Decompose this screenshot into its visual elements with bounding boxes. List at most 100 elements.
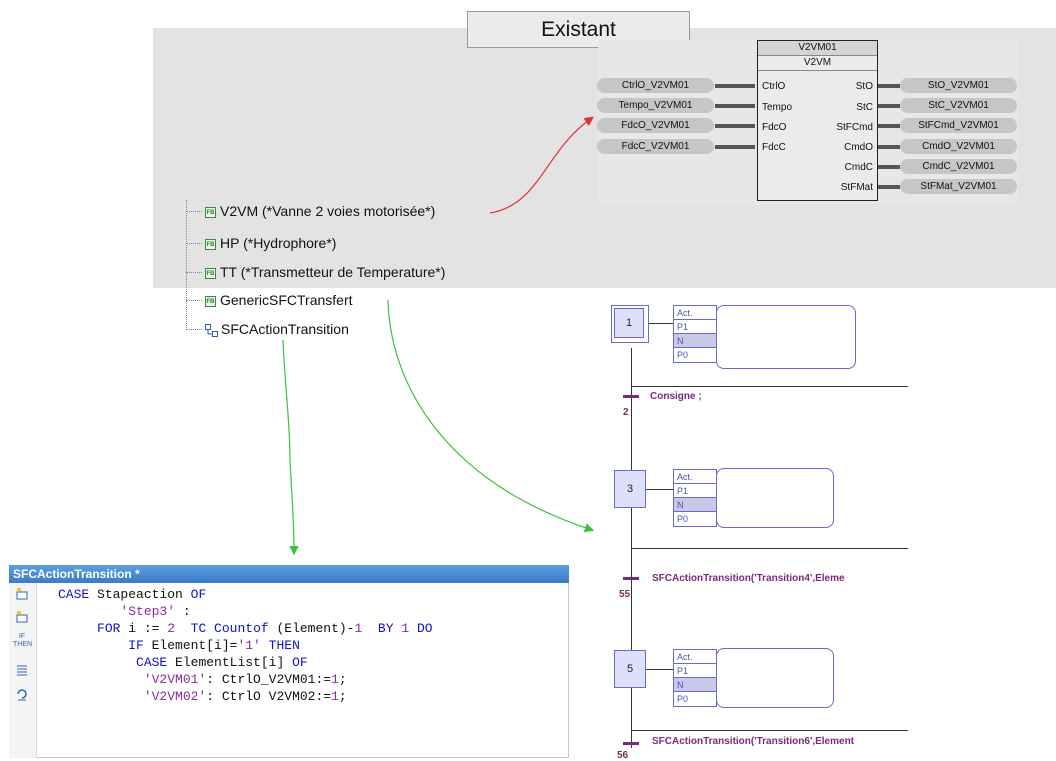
action-row: P1 [674, 484, 716, 498]
action-qualifier-table[interactable]: Act. P1 N P0 [673, 469, 717, 527]
code-line: IF Element[i]='1' THEN [128, 638, 300, 653]
step-number: 1 [614, 308, 644, 338]
function-block-icon: FB [205, 206, 216, 218]
action-row: Act. [674, 650, 716, 664]
input-variable[interactable]: Tempo_V2VM01 [597, 98, 714, 113]
tree-guide-line [186, 211, 202, 212]
insert-transition-icon[interactable] [13, 610, 31, 628]
output-variable[interactable]: StFMat_V2VM01 [900, 179, 1017, 194]
action-body[interactable] [716, 305, 856, 369]
tree-item-sfcactiontransition[interactable]: SFCActionTransition [205, 320, 349, 338]
sfc-step[interactable]: 1 [611, 305, 649, 343]
sfc-branch-line [631, 548, 908, 549]
insert-step-icon[interactable] [13, 587, 31, 605]
output-pin: StFCmd [836, 122, 873, 133]
transition-bar[interactable] [623, 577, 639, 580]
output-variable[interactable]: CmdO_V2VM01 [900, 139, 1017, 154]
block-type-name: V2VM [758, 56, 877, 71]
output-pin: StO [855, 81, 873, 92]
transition-condition: SFCActionTransition('Transition6',Elemen… [652, 736, 855, 747]
code-line: 'Step3' : [120, 604, 191, 619]
tree-item-tt[interactable]: FB TT (*Transmetteur de Temperature*) [205, 263, 445, 281]
input-wire [715, 145, 755, 149]
tree-guide-line [186, 200, 187, 330]
output-pin: CmdC [844, 162, 873, 173]
editor-title: SFCActionTransition * [9, 565, 569, 583]
action-row: P1 [674, 320, 716, 334]
function-block[interactable]: V2VM01 V2VM CtrlO Tempo FdcO FdcC StO St… [757, 40, 878, 201]
output-variable[interactable]: StFCmd_V2VM01 [900, 118, 1017, 133]
tree-item-hp[interactable]: FB HP (*Hydrophore*) [205, 234, 336, 252]
action-row: N [674, 498, 716, 512]
output-wire [878, 104, 900, 108]
transition-number: 56 [617, 750, 629, 761]
code-editor[interactable] [9, 565, 569, 758]
function-block-icon: FB [205, 267, 216, 279]
input-pin: FdcC [762, 142, 786, 153]
tree-guide-line [186, 329, 202, 330]
red-arrow [489, 116, 594, 214]
output-wire [878, 185, 900, 189]
green-arrow-to-sfc [387, 299, 595, 533]
input-pin: FdcO [762, 122, 787, 133]
action-link [649, 323, 673, 324]
action-body[interactable] [716, 648, 834, 708]
input-variable[interactable]: CtrlO_V2VM01 [597, 78, 714, 93]
sfc-branch-line [631, 386, 908, 387]
action-link [646, 669, 673, 670]
output-pin: StC [856, 102, 873, 113]
output-variable[interactable]: CmdC_V2VM01 [900, 159, 1017, 174]
action-row: Act. [674, 470, 716, 484]
transition-bar[interactable] [623, 742, 639, 745]
action-qualifier-table[interactable]: Act. P1 N P0 [673, 305, 717, 363]
code-line: FOR i := 2 TC Countof (Element)-1 BY 1 D… [97, 621, 433, 636]
editor-toolbar: IF THEN [9, 583, 37, 758]
input-pin: CtrlO [762, 81, 786, 92]
action-row: P0 [677, 514, 689, 524]
transition-number: 2 [623, 407, 629, 418]
tree-item-label: HP (*Hydrophore*) [220, 235, 337, 251]
code-line: CASE ElementList[i] OF [136, 655, 308, 670]
sfc-step[interactable]: 3 [614, 470, 646, 508]
output-pin: StFMat [840, 182, 873, 193]
code-line: CASE Stapeaction OF [58, 587, 207, 602]
input-variable[interactable]: FdcC_V2VM01 [597, 139, 714, 154]
output-pin: CmdO [844, 142, 873, 153]
code-line: 'V2VM01': CtrlO_V2VM01:=1; [143, 672, 347, 687]
input-wire [715, 84, 755, 88]
tree-item-label: GenericSFCTransfert [220, 292, 353, 308]
tree-guide-line [186, 243, 202, 244]
input-wire [715, 104, 755, 108]
block-instance-name: V2VM01 [758, 41, 877, 56]
transition-condition: SFCActionTransition('Transition4',Eleme [652, 573, 845, 584]
output-wire [878, 165, 900, 169]
action-row: P1 [674, 664, 716, 678]
output-wire [878, 124, 900, 128]
tree-item-label: TT (*Transmetteur de Temperature*) [220, 264, 446, 280]
green-arrow-to-editor [282, 339, 299, 556]
code-line: 'V2VM02': CtrlO V2VM02:=1; [143, 689, 347, 704]
tree-guide-line [186, 300, 202, 301]
tree-guide-line [186, 272, 202, 273]
indent-icon[interactable] [13, 663, 31, 681]
action-link [646, 489, 673, 490]
transition-condition: Consigne ; [650, 391, 702, 402]
transition-number: 55 [619, 589, 631, 600]
loop-icon[interactable] [13, 687, 31, 705]
output-variable[interactable]: StC_V2VM01 [900, 98, 1017, 113]
action-body[interactable] [716, 468, 834, 528]
output-wire [878, 84, 900, 88]
input-wire [715, 124, 755, 128]
if-then-icon[interactable]: IF THEN [13, 633, 33, 648]
function-block-icon: FB [205, 238, 216, 250]
action-row: N [674, 334, 716, 348]
output-variable[interactable]: StO_V2VM01 [900, 78, 1017, 93]
sfc-step[interactable]: 5 [614, 650, 646, 688]
action-row: Act. [674, 306, 716, 320]
transition-bar[interactable] [623, 395, 639, 398]
action-row: P0 [677, 350, 689, 360]
input-variable[interactable]: FdcO_V2VM01 [597, 118, 714, 133]
